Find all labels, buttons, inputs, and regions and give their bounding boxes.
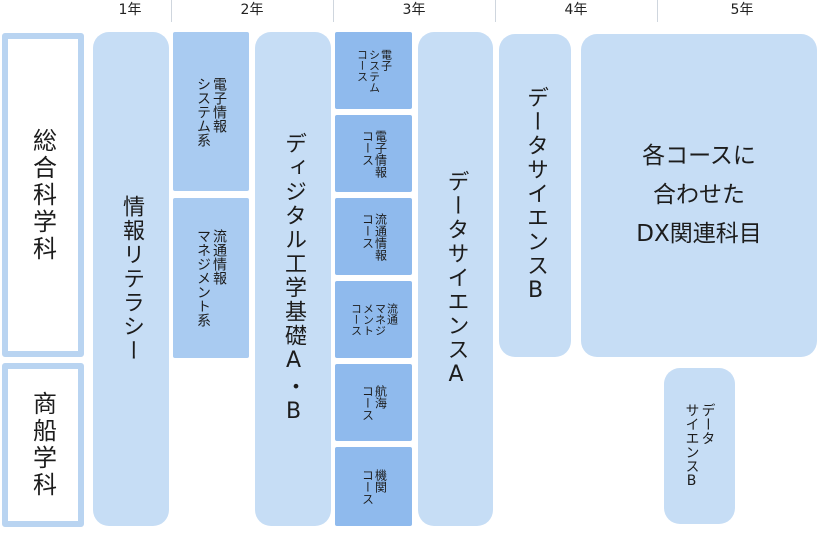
course-distribution-info: 流通情報 コース [335, 198, 412, 275]
course-info-literacy-label: 情報リテラシー [119, 195, 144, 363]
year-header-1: 1年 [118, 2, 142, 18]
department-general-science: 総合科学科 [2, 33, 84, 357]
course-electronic-system-label: 電子 システム コース [355, 48, 393, 93]
year-header-2: 2年 [240, 2, 264, 18]
track-electronic-system: 電子情報 システム系 [173, 32, 249, 191]
course-navigation: 航海 コース [335, 364, 412, 441]
header-divider [171, 0, 172, 22]
course-data-science-a: データサイエンスA [418, 32, 493, 526]
track-distribution-management-label: 流通情報 マネジメント系 [195, 229, 227, 327]
track-distribution-management: 流通情報 マネジメント系 [173, 198, 249, 358]
course-data-science-a-label: データサイエンスA [443, 169, 469, 389]
department-merchant-marine: 商船学科 [2, 363, 84, 527]
course-electronic-info: 電子情報 コース [335, 115, 412, 192]
course-data-science-b: データサイエンスB [499, 34, 571, 357]
course-data-science-b-merchant: データ サイエンスB [664, 368, 735, 524]
course-data-science-b-merchant-label: データ サイエンスB [683, 403, 716, 489]
course-dx-related: 各コースに 合わせた DX関連科目 [581, 34, 817, 357]
course-engine-label: 機関 コース [360, 468, 388, 505]
track-electronic-system-label: 電子情報 システム系 [195, 76, 227, 147]
course-engine: 機関 コース [335, 447, 412, 526]
course-digital-engineering-label: ディジタル工学基礎A・B [281, 132, 306, 426]
header-divider [657, 0, 658, 22]
course-data-science-b-label: データサイエンスB [523, 86, 548, 305]
department-general-science-label: 総合科学科 [28, 127, 57, 263]
course-distribution-info-label: 流通情報 コース [360, 212, 388, 261]
course-navigation-label: 航海 コース [360, 384, 388, 421]
year-header-5: 5年 [730, 2, 754, 18]
course-distribution-management-label: 流通 マネジ メント コース [349, 303, 399, 336]
year-header-3: 3年 [402, 2, 426, 18]
course-distribution-management: 流通 マネジ メント コース [335, 281, 412, 358]
course-electronic-system: 電子 システム コース [335, 32, 412, 109]
course-electronic-info-label: 電子情報 コース [360, 129, 388, 178]
course-info-literacy: 情報リテラシー [93, 32, 169, 526]
header-divider [333, 0, 334, 22]
year-header-4: 4年 [564, 2, 588, 18]
header-divider [495, 0, 496, 22]
course-digital-engineering: ディジタル工学基礎A・B [255, 32, 331, 526]
department-merchant-marine-label: 商船学科 [28, 391, 57, 499]
course-dx-related-label: 各コースに 合わせた DX関連科目 [636, 143, 762, 247]
